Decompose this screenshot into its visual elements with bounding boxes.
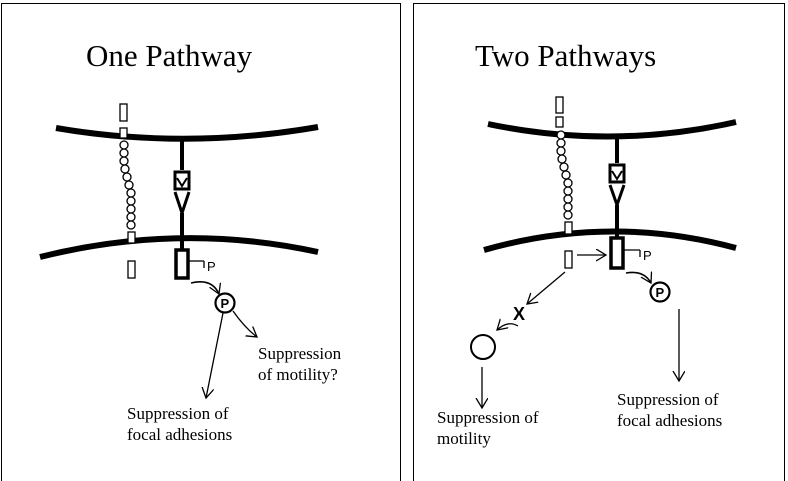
left-membrane-top [55,124,319,142]
left-focal-adhesions-label: Suppression of focal adhesions [127,404,233,444]
right-motility-label: Suppression of motility [437,408,539,448]
right-curved-arrow-to-effector [497,324,519,330]
left-motility-label: Suppression of motility? [258,344,342,384]
left-cadherin-chain [119,103,136,279]
left-phospho-circle: P [214,292,236,314]
right-receptor [608,135,626,270]
right-phospho-circle-label: P [656,285,665,300]
right-phospho-label: P [643,248,652,263]
right-membrane-bottom [483,228,737,253]
right-panel-title: Two Pathways [475,38,657,73]
right-phospho-tag: P [623,248,652,263]
right-cadherin-chain [555,96,573,269]
right-blocked-arrow: X [513,271,566,324]
left-membrane-bottom [39,235,319,260]
left-receptor [173,140,191,280]
left-arrow-to-motility [232,310,257,337]
right-focal-adhesions-label: Suppression of focal adhesions [617,390,723,430]
block-mark: X [513,304,525,324]
right-membrane-top [487,119,737,140]
left-curved-arrow [190,281,219,294]
right-curved-arrow [625,272,651,283]
left-phospho-label: P [207,259,216,274]
left-phospho-tag: P [188,259,216,274]
left-panel-title: One Pathway [86,38,253,73]
right-phospho-circle: P [649,281,671,303]
left-phospho-circle-label: P [221,296,230,311]
left-arrow-to-focal-adhesions [206,312,224,398]
right-effector-circle [470,334,496,360]
one-pathway-panel [1,3,401,481]
